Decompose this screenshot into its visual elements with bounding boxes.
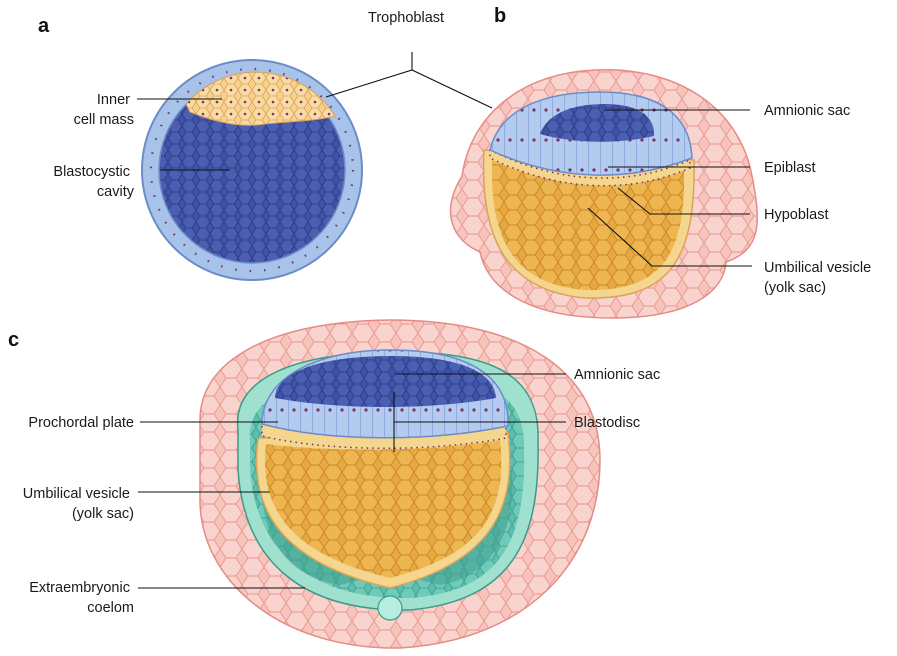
label-inner-cell-mass: Inner cell mass: [74, 92, 134, 128]
label-c-amnionic-sac: Amnionic sac: [574, 367, 660, 383]
panel-c-embryo: [200, 320, 600, 648]
label-c-blastodisc: Blastodisc: [574, 415, 640, 431]
label-c-umbilical-vesicle: Umbilical vesicle (yolk sac): [23, 486, 134, 522]
label-b-hypoblast: Hypoblast: [764, 207, 828, 223]
label-blastocystic-cavity: Blastocystic cavity: [53, 164, 134, 200]
panel-b-implantation: [451, 70, 758, 318]
label-b-amnionic-sac: Amnionic sac: [764, 103, 850, 119]
label-trophoblast: Trophoblast: [368, 10, 444, 26]
panel-letter-a: a: [38, 15, 50, 37]
label-c-extraembryonic-coelom: Extraembryonic coelom: [29, 580, 134, 616]
label-b-umbilical-vesicle: Umbilical vesicle (yolk sac): [764, 260, 875, 296]
connecting-stalk: [378, 596, 402, 620]
label-c-prochordal-plate: Prochordal plate: [28, 415, 134, 431]
label-b-epiblast: Epiblast: [764, 160, 816, 176]
panel-letter-b: b: [494, 5, 506, 27]
panel-letter-c: c: [8, 329, 19, 351]
